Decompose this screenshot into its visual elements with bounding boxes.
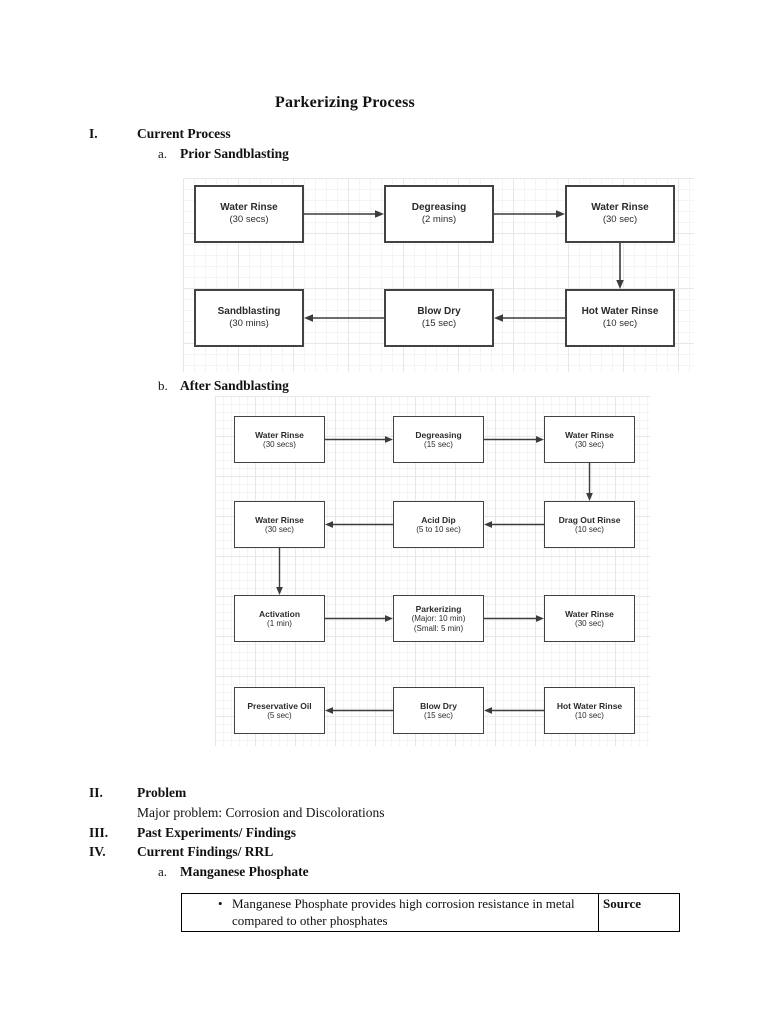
flow-node-title: Activation: [258, 608, 301, 619]
flow-node-duration: (5 sec): [267, 710, 292, 720]
flow-node-title: Degreasing: [415, 429, 462, 440]
bullet-item: • Manganese Phosphate provides high corr…: [186, 895, 594, 929]
flow-node-water-rinse: Water Rinse(30 secs): [194, 185, 304, 243]
outline-label: Current Findings/ RRL: [137, 844, 274, 859]
flow-node-title: Water Rinse: [565, 429, 614, 440]
outline-item-manganese-phosphate: a. Manganese Phosphate: [0, 864, 768, 884]
flow-node-duration: (15 sec): [421, 318, 457, 330]
flow-node-water-rinse: Water Rinse(30 sec): [234, 501, 325, 548]
flow-node-duration: (15 sec): [424, 439, 453, 449]
source-cell: Source: [598, 893, 680, 932]
flow-node-drag-out-rinse: Drag Out Rinse(10 sec): [544, 501, 635, 548]
flow-node-title: Degreasing: [411, 201, 467, 213]
flow-node-duration: (30 mins): [229, 318, 269, 330]
outline-numeral: III.: [89, 825, 109, 840]
flow-node-title: Sandblasting: [217, 305, 281, 317]
flow-node-duration: (30 secs): [263, 439, 296, 449]
page-title: Parkerizing Process: [275, 94, 415, 111]
problem-body: Major problem: Corrosion and Discolorati…: [0, 805, 768, 825]
flow-node-title: Water Rinse: [255, 514, 304, 525]
flowchart-prior-sandblasting: Water Rinse(30 secs)Degreasing(2 mins)Wa…: [183, 178, 694, 372]
flow-node-title: Preservative Oil: [247, 700, 312, 711]
flow-node-water-rinse: Water Rinse(30 sec): [544, 416, 635, 463]
flow-node-title: Water Rinse: [591, 201, 649, 213]
flow-node-duration: (30 sec): [575, 439, 604, 449]
flow-node-duration: (30 sec): [265, 524, 294, 534]
outline-item-current-findings: IV. Current Findings/ RRL: [0, 844, 768, 864]
flow-node-duration: (10 sec): [602, 318, 638, 330]
outline-label: Current Process: [137, 126, 231, 141]
flow-node-duration: (Major: 10 min): [411, 614, 466, 623]
outline-letter: a.: [158, 864, 168, 879]
finding-text: Manganese Phosphate provides high corros…: [232, 896, 575, 928]
flow-node-duration: (10 sec): [575, 710, 604, 720]
flow-node-title: Water Rinse: [255, 429, 304, 440]
flow-node-title: Acid Dip: [421, 514, 456, 525]
flow-node-activation: Activation(1 min): [234, 595, 325, 642]
flow-node-title: Hot Water Rinse: [581, 305, 659, 317]
flow-node-duration: (Small: 5 min): [413, 623, 464, 633]
flow-node-hot-water-rinse: Hot Water Rinse(10 sec): [565, 289, 675, 347]
flow-node-duration: (10 sec): [575, 524, 604, 534]
flow-node-blow-dry: Blow Dry(15 sec): [393, 687, 484, 734]
outline-label: After Sandblasting: [180, 378, 289, 393]
finding-cell: • Manganese Phosphate provides high corr…: [181, 893, 599, 932]
flow-node-blow-dry: Blow Dry(15 sec): [384, 289, 494, 347]
problem-text: Major problem: Corrosion and Discolorati…: [137, 805, 385, 820]
flow-node-water-rinse: Water Rinse(30 sec): [565, 185, 675, 243]
flow-node-hot-water-rinse: Hot Water Rinse(10 sec): [544, 687, 635, 734]
flow-node-title: Blow Dry: [417, 305, 461, 317]
flow-node-acid-dip: Acid Dip(5 to 10 sec): [393, 501, 484, 548]
findings-table: • Manganese Phosphate provides high corr…: [181, 893, 680, 932]
outline-item-problem: II. Problem: [0, 785, 768, 805]
outline-label: Manganese Phosphate: [180, 864, 309, 879]
outline-numeral: II.: [89, 785, 103, 800]
flow-node-duration: (5 to 10 sec): [416, 524, 461, 534]
table-row: • Manganese Phosphate provides high corr…: [181, 893, 680, 932]
bullet-icon: •: [218, 896, 223, 911]
flow-node-preservative-oil: Preservative Oil(5 sec): [234, 687, 325, 734]
flow-node-duration: (30 sec): [575, 618, 604, 628]
flow-node-title: Parkerizing: [415, 603, 462, 614]
outline-numeral: IV.: [89, 844, 106, 859]
flow-node-degreasing: Degreasing(15 sec): [393, 416, 484, 463]
outline-numeral: I.: [89, 126, 98, 141]
flow-node-duration: (1 min): [267, 618, 292, 628]
flow-node-parkerizing: Parkerizing(Major: 10 min)(Small: 5 min): [393, 595, 484, 642]
outline-label: Prior Sandblasting: [180, 146, 289, 161]
outline-letter: b.: [158, 378, 168, 393]
flow-node-duration: (30 sec): [602, 214, 638, 226]
flow-node-degreasing: Degreasing(2 mins): [384, 185, 494, 243]
flow-node-water-rinse: Water Rinse(30 secs): [234, 416, 325, 463]
flow-node-duration: (15 sec): [424, 710, 453, 720]
flow-node-water-rinse: Water Rinse(30 sec): [544, 595, 635, 642]
flow-node-title: Hot Water Rinse: [556, 700, 623, 711]
flowchart-after-sandblasting: Water Rinse(30 secs)Degreasing(15 sec)Wa…: [215, 396, 650, 746]
outline-label: Problem: [137, 785, 187, 800]
flow-node-title: Water Rinse: [220, 201, 278, 213]
outline-label: Past Experiments/ Findings: [137, 825, 297, 840]
flow-node-duration: (30 secs): [229, 214, 269, 226]
flow-node-title: Drag Out Rinse: [558, 514, 621, 525]
outline-letter: a.: [158, 146, 168, 161]
outline-item-prior-sandblasting: a. Prior Sandblasting: [0, 146, 768, 166]
outline-item-after-sandblasting: b. After Sandblasting: [0, 378, 768, 398]
flow-node-title: Blow Dry: [420, 700, 457, 711]
flow-node-title: Water Rinse: [565, 608, 614, 619]
outline-item-past-experiments: III. Past Experiments/ Findings: [0, 825, 768, 845]
outline-item-current-process: I. Current Process: [0, 126, 768, 146]
flow-node-duration: (2 mins): [421, 214, 457, 226]
flow-node-sandblasting: Sandblasting(30 mins): [194, 289, 304, 347]
